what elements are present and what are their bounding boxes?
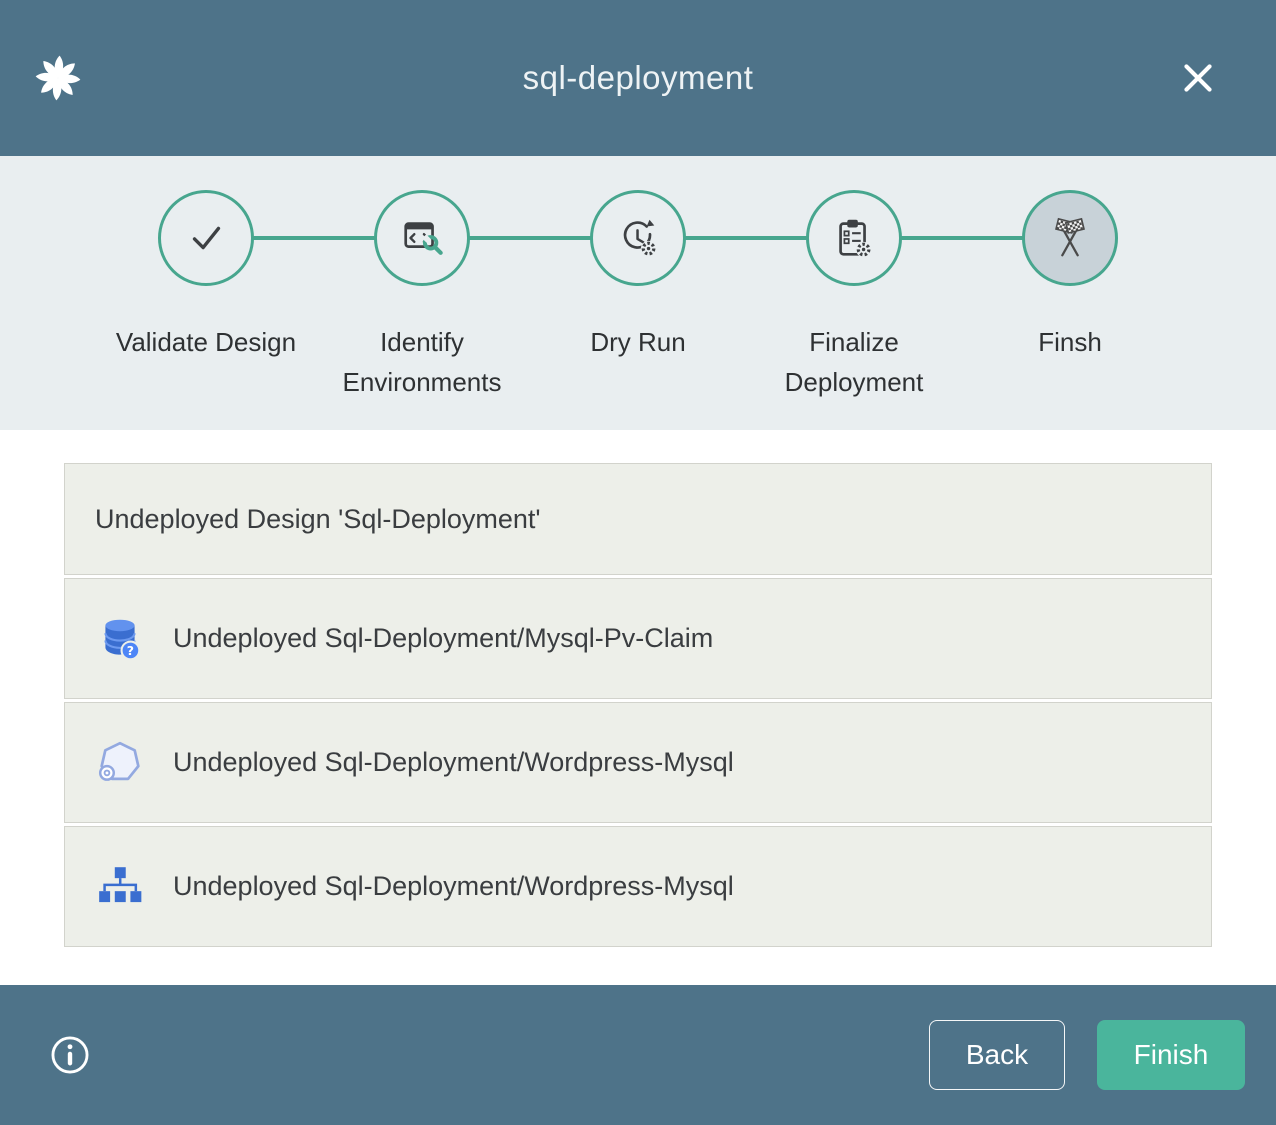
app-logo-icon	[32, 52, 84, 104]
step-label: Dry Run	[590, 322, 685, 362]
step-validate-design[interactable]: Validate Design	[98, 190, 314, 402]
list-item: Undeployed Design 'Sql-Deployment'	[64, 463, 1212, 575]
close-icon	[1177, 57, 1219, 99]
list-item: ? Undeployed Sql-Deployment/Mysql-Pv-Cla…	[64, 578, 1212, 699]
log-panel: Undeployed Design 'Sql-Deployment' ? Und…	[64, 463, 1212, 947]
step-label: Identify Environments	[317, 322, 527, 402]
step-label: Validate Design	[116, 322, 296, 362]
pod-icon	[95, 738, 145, 788]
info-button[interactable]	[48, 1033, 92, 1077]
footer-bar: Back Finish	[0, 985, 1276, 1125]
step-finalize-deployment[interactable]: Finalize Deployment	[746, 190, 962, 402]
wizard-stepper: Validate Design Ident	[0, 156, 1276, 430]
close-button[interactable]	[1176, 56, 1220, 100]
step-dry-run[interactable]: Dry Run	[530, 190, 746, 402]
log-row-text: Undeployed Design 'Sql-Deployment'	[95, 504, 541, 535]
step-circle[interactable]	[158, 190, 254, 286]
topology-icon	[95, 862, 145, 912]
list-item: Undeployed Sql-Deployment/Wordpress-Mysq…	[64, 826, 1212, 947]
log-row-text: Undeployed Sql-Deployment/Wordpress-Mysq…	[173, 871, 734, 902]
modal-title: sql-deployment	[523, 59, 754, 97]
step-circle[interactable]	[806, 190, 902, 286]
dry-run-icon	[615, 215, 661, 261]
step-finish[interactable]: Finsh	[962, 190, 1178, 402]
back-button[interactable]: Back	[929, 1020, 1065, 1090]
finish-button[interactable]: Finish	[1097, 1020, 1245, 1090]
step-circle[interactable]	[374, 190, 470, 286]
svg-text:?: ?	[127, 643, 134, 658]
execution-log: Undeployed Design 'Sql-Deployment' ? Und…	[0, 430, 1276, 985]
step-label: Finalize Deployment	[749, 322, 959, 402]
checkered-flags-icon	[1047, 215, 1093, 261]
code-wrench-icon	[399, 215, 445, 261]
database-icon: ?	[95, 614, 145, 664]
clipboard-gear-icon	[831, 215, 877, 261]
info-icon	[48, 1033, 92, 1077]
step-circle-active[interactable]	[1022, 190, 1118, 286]
step-identify-environments[interactable]: Identify Environments	[314, 190, 530, 402]
titlebar: sql-deployment	[0, 0, 1276, 156]
list-item: Undeployed Sql-Deployment/Wordpress-Mysq…	[64, 702, 1212, 823]
step-circle[interactable]	[590, 190, 686, 286]
step-label: Finsh	[1038, 322, 1102, 362]
check-icon	[183, 215, 229, 261]
log-row-text: Undeployed Sql-Deployment/Wordpress-Mysq…	[173, 747, 734, 778]
log-row-text: Undeployed Sql-Deployment/Mysql-Pv-Claim	[173, 623, 713, 654]
